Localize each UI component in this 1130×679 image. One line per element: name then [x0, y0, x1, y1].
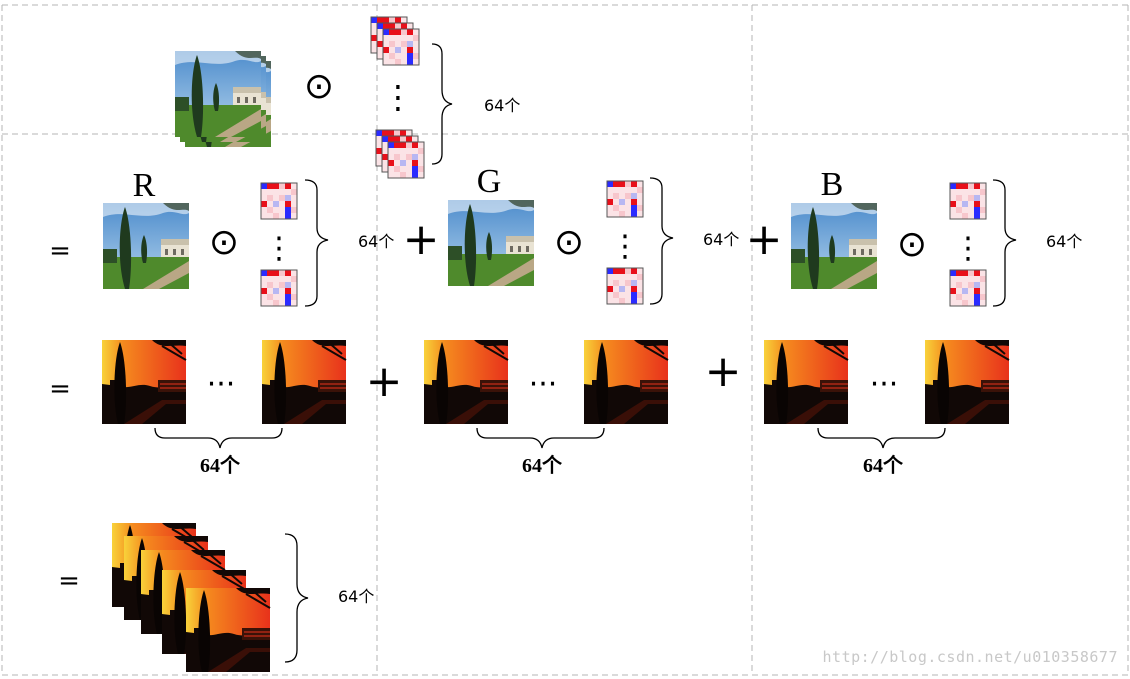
- count-label: 64个: [1046, 232, 1082, 251]
- photo-b: [791, 203, 877, 289]
- horizontal-dots: ···: [870, 367, 899, 402]
- count-label: 64个: [522, 454, 563, 477]
- feature-map: [101, 339, 187, 425]
- feature-map: [583, 339, 669, 425]
- feature-map: [261, 339, 347, 425]
- channel-label-g: G: [477, 163, 502, 200]
- feature-map: [763, 339, 849, 425]
- watermark: http://blog.csdn.net/u010358677: [822, 648, 1118, 666]
- hadamard-operator: ⊙: [209, 222, 239, 263]
- vertical-dots: ⋮: [264, 231, 294, 266]
- kernel-icon: [606, 267, 644, 305]
- count-label: 64个: [863, 454, 904, 477]
- channel-label-r: R: [133, 167, 156, 204]
- kernel-stack-top: [371, 17, 419, 65]
- feature-map: [185, 587, 271, 673]
- count-label: 64个: [200, 454, 241, 477]
- kernel-icon: [606, 180, 644, 218]
- brace-top: [431, 43, 453, 165]
- vertical-dots: ⋮: [953, 231, 983, 266]
- feature-map-stack: [111, 522, 271, 673]
- vertical-dots: ⋮: [382, 78, 414, 116]
- equals-sign: =: [49, 374, 71, 404]
- count-label: 64个: [703, 230, 739, 249]
- feature-map: [423, 339, 509, 425]
- vertical-dots: ⋮: [610, 229, 640, 264]
- hadamard-operator: ⊙: [554, 222, 584, 263]
- horizontal-dots: ···: [207, 367, 236, 402]
- count-label: 64个: [358, 232, 394, 251]
- brace-under: [154, 427, 283, 449]
- count-label: 64个: [484, 96, 520, 115]
- feature-map: [924, 339, 1010, 425]
- brace: [992, 179, 1017, 307]
- brace: [649, 177, 674, 305]
- kernel-icon: [949, 182, 987, 220]
- channel-label-b: B: [821, 166, 844, 203]
- plus-sign: +: [746, 214, 783, 265]
- brace-under: [817, 427, 946, 449]
- photo-r: [103, 203, 189, 289]
- input-photo: [175, 51, 261, 137]
- horizontal-dots: ···: [529, 367, 558, 402]
- kernel-icon: [949, 269, 987, 307]
- brace-under: [476, 427, 605, 449]
- photo-g: [448, 200, 534, 286]
- input-image-stack: [175, 51, 271, 147]
- plus-sign: +: [705, 346, 742, 397]
- kernel-stack-bottom: [376, 130, 424, 178]
- plus-sign: +: [403, 214, 440, 265]
- kernel-icon: [371, 17, 419, 65]
- hadamard-operator: ⊙: [897, 224, 927, 265]
- plus-sign: +: [366, 356, 403, 407]
- grid-lines: [1, 4, 1129, 676]
- equals-sign: =: [58, 566, 80, 596]
- hadamard-operator: ⊙: [304, 66, 334, 107]
- brace-bottom: [284, 533, 309, 663]
- count-label: 64个: [338, 587, 374, 606]
- kernel-icon: [260, 269, 298, 307]
- brace: [304, 179, 329, 307]
- equals-sign: =: [49, 236, 71, 266]
- kernel-icon: [376, 130, 424, 178]
- kernel-icon: [260, 182, 298, 220]
